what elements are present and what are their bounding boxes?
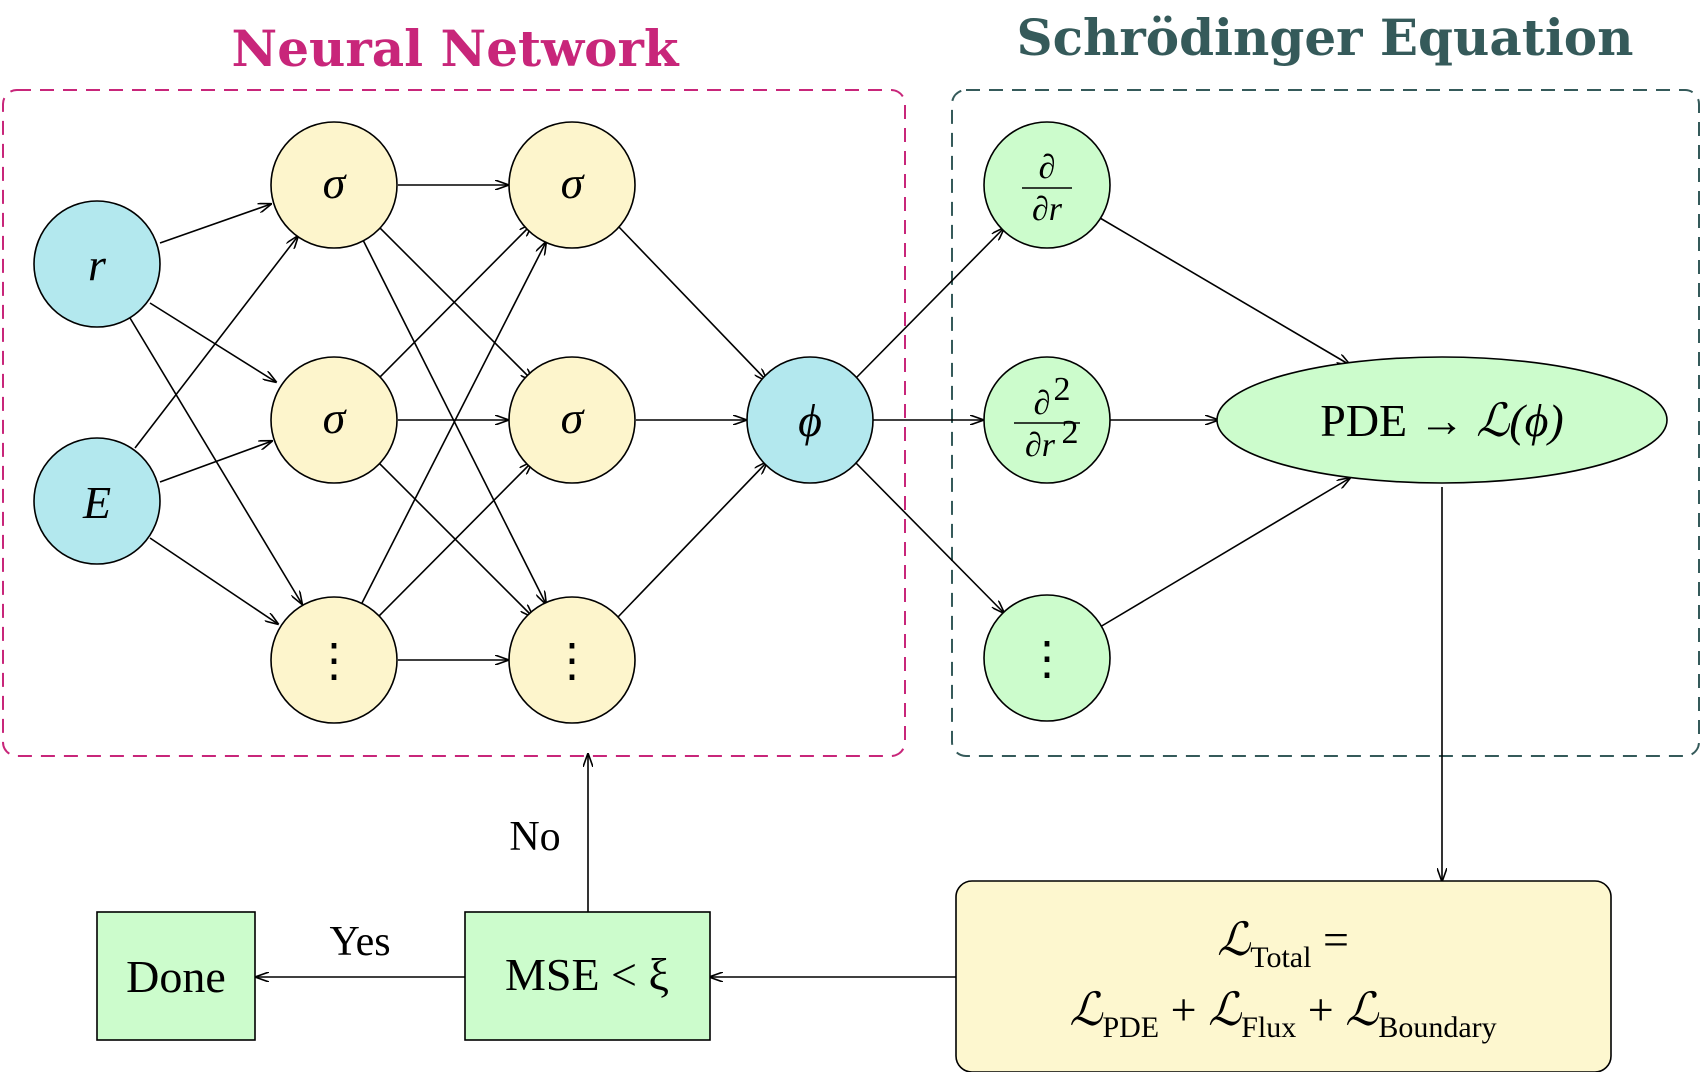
pde-loss-label: PDE → ℒ(ϕ) [1320,395,1564,446]
edges-flow [256,487,1442,977]
no-label: No [509,814,560,860]
pde-loss-term-subscript: PDE [1102,1011,1159,1044]
hidden1-node-2: σ [270,356,398,484]
plus-sign-2: + [1296,984,1345,1035]
sigma-label: σ [561,392,586,443]
second-derivative-denominator-exponent: 2 [1062,414,1079,451]
total-loss-line1: ℒTotal = [1217,914,1349,974]
boundary-loss-term-symbol: ℒ [1345,984,1379,1035]
second-derivative-numerator: ∂ [1034,385,1051,422]
done-label: Done [126,951,226,1002]
hidden2-node-3: ⋮ [508,596,636,724]
input-e-label: E [82,477,111,528]
sigma-label: σ [561,157,586,208]
phi-label: ϕ [798,395,822,446]
flux-loss-term-subscript: Flux [1241,1011,1296,1044]
sigma-label: σ [323,157,348,208]
hidden1-node-1: σ [270,121,398,249]
total-loss-subscript: Total [1250,941,1311,974]
edges-input-hidden1 [129,204,302,624]
mse-decision-label: MSE < ξ [505,949,669,1000]
edges-phi-derivatives [854,228,1004,613]
input-node-e: E [33,437,161,565]
input-node-r: r [33,200,161,328]
pde-loss-argument: (ϕ) [1509,395,1563,446]
boundary-loss-term-subscript: Boundary [1378,1011,1496,1044]
neural-network-title: Neural Network [232,19,680,78]
derivative-node-dots: ⋮ [983,594,1111,722]
output-node-phi: ϕ [746,356,874,484]
hidden1-node-3: ⋮ [270,596,398,724]
yes-label: Yes [329,919,390,965]
flux-loss-term-symbol: ℒ [1208,984,1242,1035]
hidden2-node-2: σ [508,356,636,484]
total-loss-line2: ℒPDE + ℒFlux + ℒBoundary [1069,984,1496,1044]
schrodinger-title: Schrödinger Equation [1016,8,1633,67]
total-loss-box: ℒTotal = ℒPDE + ℒFlux + ℒBoundary [955,880,1612,1072]
sigma-label: σ [323,392,348,443]
total-loss-equals: = [1311,914,1348,965]
pde-prefix: PDE → [1320,395,1476,446]
input-r-label: r [88,239,107,290]
dots-label: ⋮ [311,635,357,686]
done-box: Done [96,911,256,1041]
edges-derivatives-pde [1099,217,1350,628]
schrodinger-box [951,89,1700,757]
derivative-node-second: ∂ 2 ∂r 2 [983,356,1111,484]
total-loss-symbol: ℒ [1217,914,1251,965]
first-derivative-denominator: ∂r [1032,191,1063,228]
plus-sign-1: + [1159,984,1208,1035]
hidden2-node-1: σ [508,121,636,249]
dots-label: ⋮ [1024,633,1070,684]
derivative-node-first: ∂ ∂r [983,121,1111,249]
pde-loss-symbol: ℒ [1476,395,1510,446]
pde-loss-node: PDE → ℒ(ϕ) [1216,356,1668,484]
second-derivative-denominator: ∂r [1025,427,1056,464]
dots-label: ⋮ [549,635,595,686]
mse-decision-box: MSE < ξ [464,911,711,1041]
edges-hidden2-phi [617,225,767,618]
neural-network-box [2,89,906,757]
first-derivative-numerator: ∂ [1039,149,1056,186]
second-derivative-numerator-exponent: 2 [1054,371,1071,408]
pde-loss-term-symbol: ℒ [1069,984,1103,1035]
edges-hidden1-hidden2 [361,185,546,660]
